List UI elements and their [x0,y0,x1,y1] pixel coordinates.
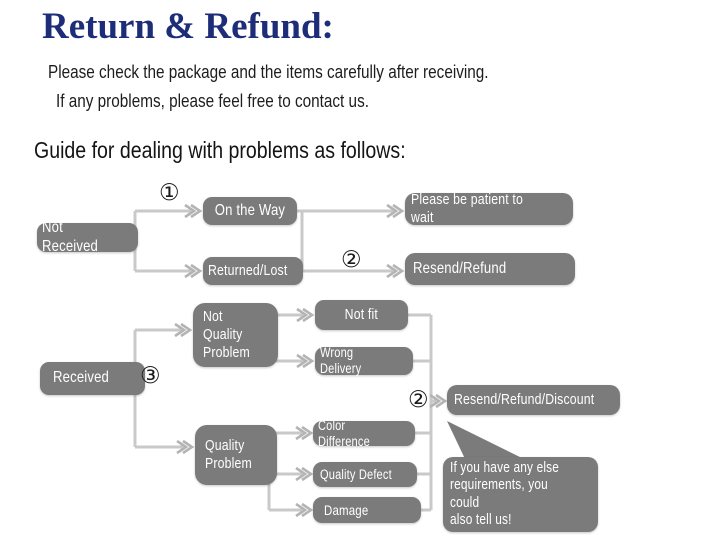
intro-line-2: If any problems, please feel free to con… [56,91,369,111]
arrowhead-icon [386,263,399,279]
node-not-received-label: Not Received [42,218,99,255]
arrowhead-icon [302,353,315,369]
node-wrong-delivery: Wrong Delivery [315,345,413,376]
arrowhead-icon [174,322,187,338]
arrowhead-icon [296,353,309,369]
arrowhead-icon [182,439,195,455]
node-color-difference-label: Color Difference [318,417,370,449]
node-damage-label: Damage [324,501,369,518]
speech-bubble-note-label: If you have any else requirements, you c… [450,460,560,528]
arrowhead-icon [301,466,314,482]
node-please-be-patient: Please be patient to wait [405,191,573,226]
node-damage: Damage [313,497,421,523]
node-received-label: Received [53,369,110,387]
node-not-fit: Not fit [315,300,408,330]
arrowhead-icon [301,425,314,441]
node-quality-defect: Quality Defect [313,462,417,487]
arrowhead-icon [190,263,203,279]
arrowhead-icon [295,466,308,482]
arrowhead-icon [176,439,189,455]
node-not-quality-problem-label: Not Quality Problem [203,308,250,361]
node-resend-refund-discount: Resend/Refund/Discount [447,385,620,415]
arrowhead-icon [295,425,308,441]
node-not-received: Not Received [37,219,138,255]
branch-not-received-lines [131,209,191,273]
arrowhead-icon [301,502,314,518]
arrowhead-icon [295,502,308,518]
bubble-tail [447,421,528,461]
node-returned-lost: Returned/Lost [203,257,303,285]
speech-bubble-note: If you have any else requirements, you c… [443,457,598,532]
node-color-difference: Color Difference [313,418,415,449]
arrowhead-icon [392,263,405,279]
intro-line-1: Please check the package and the items c… [48,62,489,82]
node-resend-refund: Resend/Refund [405,253,575,285]
node-wrong-delivery-label: Wrong Delivery [320,345,362,376]
node-on-the-way-label: On the Way [214,201,286,219]
merge-right-lines [408,313,436,510]
node-not-quality-problem: Not Quality Problem [193,303,278,367]
node-please-be-patient-label: Please be patient to wait [411,191,524,226]
node-quality-problem: Quality Problem [195,425,277,485]
arrowhead-icon [392,203,405,219]
step-2-badge-bottom: ② [408,387,429,413]
node-quality-defect-label: Quality Defect [320,466,392,482]
step-1-badge: ① [159,180,180,206]
node-quality-problem-label: Quality Problem [205,437,252,472]
arrowhead-icon [184,203,197,219]
node-returned-lost-label: Returned/Lost [208,262,288,280]
arrowhead-icon [429,393,442,409]
arrowhead-icon [302,307,315,323]
node-resend-refund-discount-label: Resend/Refund/Discount [454,391,595,409]
arrowhead-icon [190,203,203,219]
arrowhead-icon [184,263,197,279]
node-not-fit-label: Not fit [344,306,379,324]
arrowhead-icon [296,307,309,323]
step-3-badge: ③ [140,363,161,389]
guide-heading: Guide for dealing with problems as follo… [34,137,406,163]
arrowhead-icon [180,322,193,338]
step-2-badge-top: ② [341,247,362,273]
node-received: Received [40,362,145,395]
arrowhead-icon [435,393,448,409]
node-on-the-way: On the Way [203,197,297,225]
arrowhead-icon [386,203,399,219]
page-title: Return & Refund: [42,6,334,47]
node-resend-refund-label: Resend/Refund [413,259,507,277]
